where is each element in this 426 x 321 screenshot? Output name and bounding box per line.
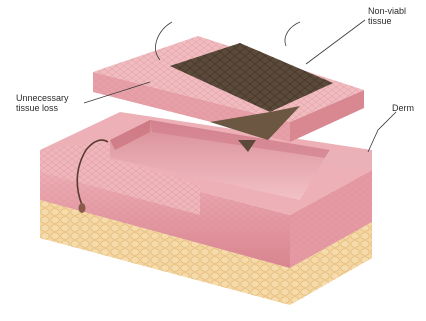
lower-tissue-block <box>40 112 372 305</box>
leader-derm <box>368 112 396 152</box>
label-unnecessary-line-2: tissue loss <box>16 103 69 113</box>
label-non-viable-tissue: Non-viabl tissue <box>368 6 406 26</box>
label-unnecessary-tissue-loss: Unnecessary tissue loss <box>16 93 69 113</box>
hair-top-right <box>285 22 300 46</box>
label-derm: Derm <box>392 103 414 113</box>
leader-non-viable <box>306 20 365 64</box>
label-non-viable-line-2: tissue <box>368 16 406 26</box>
label-unnecessary-line-1: Unnecessary <box>16 93 69 103</box>
label-non-viable-line-1: Non-viabl <box>368 6 406 16</box>
